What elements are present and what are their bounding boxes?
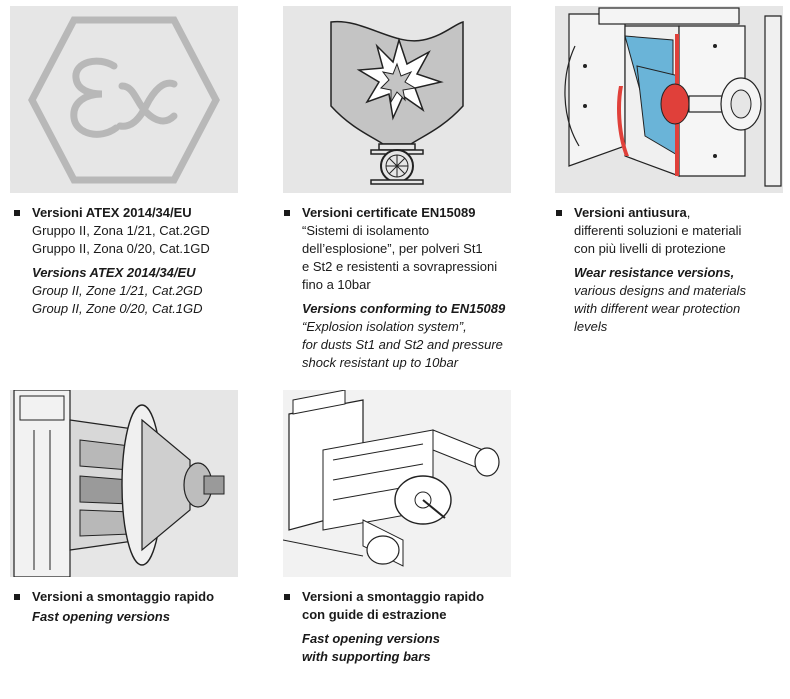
caption-line: e St2 e resistenti a sovrapressioni	[302, 259, 498, 274]
caption-line-en: levels	[574, 319, 608, 334]
caption-line-en: Group II, Zone 1/21, Cat.2GD	[32, 283, 203, 298]
caption-title-en: Fast opening versions	[32, 609, 170, 624]
caption-en15089: Versioni certificate EN15089 “Sistemi di…	[284, 204, 534, 372]
caption-line-en: with different wear protection	[574, 301, 741, 316]
caption-line-en: various designs and materials	[574, 283, 746, 298]
caption-line: con più livelli di protezione	[574, 241, 726, 256]
caption-title-en: Versions conforming to EN15089	[302, 301, 506, 316]
ex-icon	[28, 16, 220, 184]
caption-title-en-line2: with supporting bars	[302, 649, 431, 664]
explosion-hopper-icon	[330, 20, 464, 185]
caption-line: differenti soluzioni e materiali	[574, 223, 742, 238]
caption-title-text: Versioni antiusura	[574, 205, 687, 220]
caption-line: “Sistemi di isolamento	[302, 223, 430, 238]
caption-fast-opening-bars: Versioni a smontaggio rapido con guide d…	[284, 588, 534, 666]
caption-line-en: Group II, Zone 0/20, Cat.1GD	[32, 301, 203, 316]
caption-title: Versioni certificate EN15089	[284, 204, 534, 222]
caption-line-en: for dusts St1 and St2 and pressure	[302, 337, 503, 352]
caption-title-suffix: ,	[686, 205, 691, 220]
fast-opening-supporting-bars-icon	[283, 390, 511, 577]
fast-opening-valve-icon	[10, 390, 238, 577]
caption-title: Versioni a smontaggio rapido	[14, 588, 264, 606]
rotary-valve-cutaway-icon	[555, 6, 783, 193]
caption-wear-resistance: Versioni antiusura, differenti soluzioni…	[556, 204, 786, 336]
fast-opening-valve-panel	[10, 390, 238, 577]
fast-opening-bars-panel	[283, 390, 511, 577]
caption-atex: Versioni ATEX 2014/34/EU Gruppo II, Zona…	[14, 204, 264, 318]
caption-title-line2: con guide di estrazione	[302, 607, 447, 622]
caption-line: Gruppo II, Zona 0/20, Cat.1GD	[32, 241, 210, 256]
caption-title: Versioni a smontaggio rapido	[284, 588, 534, 606]
caption-title-en: Wear resistance versions,	[574, 265, 735, 280]
caption-title: Versioni ATEX 2014/34/EU	[14, 204, 264, 222]
caption-line: fino a 10bar	[302, 277, 371, 292]
caption-title: Versioni antiusura,	[556, 204, 786, 222]
caption-title-en: Versions ATEX 2014/34/EU	[32, 265, 196, 280]
caption-line: dell’esplosione”, per polveri St1	[302, 241, 483, 256]
caption-title-en: Fast opening versions	[302, 631, 440, 646]
explosion-isolation-panel	[283, 6, 511, 193]
caption-line-en: “Explosion isolation system”,	[302, 319, 467, 334]
atex-ex-logo-panel	[10, 6, 238, 193]
caption-line: Gruppo II, Zona 1/21, Cat.2GD	[32, 223, 210, 238]
caption-line-en: shock resistant up to 10bar	[302, 355, 459, 370]
caption-fast-opening: Versioni a smontaggio rapido Fast openin…	[14, 588, 264, 626]
wear-resistance-valve-panel	[555, 6, 783, 193]
